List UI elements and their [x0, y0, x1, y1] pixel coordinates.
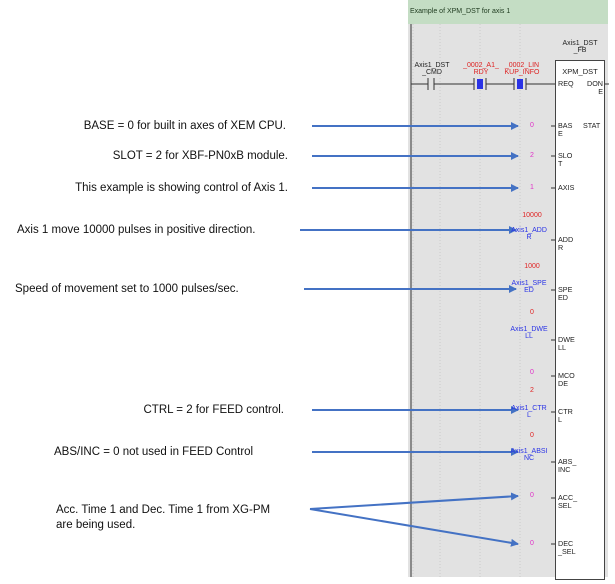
value-acc-sel: 0: [530, 492, 534, 499]
value-speed: 1000: [524, 263, 540, 270]
pin-base: BAS E: [558, 121, 573, 138]
value-dec-sel: 0: [530, 540, 534, 547]
annotation-speed: Speed of movement set to 1000 pulses/sec…: [15, 283, 239, 295]
var-ctrl: Axis1_CTR L: [511, 405, 547, 419]
annotation-abs-inc: ABS/INC = 0 not used in FEED Control: [54, 446, 254, 458]
var-abs-inc: Axis1_ABSI NC: [510, 448, 548, 462]
var-addr: Axis1_ADD R: [511, 227, 547, 241]
arrow-dec: [309, 508, 519, 547]
value-slot: 2: [530, 152, 534, 159]
pin-dec-sel: DEC _SEL: [558, 539, 576, 556]
pin-mcode: MCO DE: [558, 371, 575, 388]
ladder-title: Example of XPM_DST for axis 1: [408, 0, 608, 24]
contact-label-rdy: _0002_A1_ RDY: [463, 62, 499, 76]
pin-speed: SPE ED: [558, 285, 573, 302]
value-axis: 1: [530, 184, 534, 191]
annotation-base: BASE = 0 for built in axes of XEM CPU.: [83, 120, 286, 132]
pin-done: DON E: [587, 79, 603, 96]
req-rung: [411, 78, 555, 90]
annotation-ctrl: CTRL = 2 for FEED control.: [143, 404, 285, 416]
xpm-dst-function-block: [555, 60, 605, 580]
annotation-acc-dec: Acc. Time 1 and Dec. Time 1 from XG-PM a…: [56, 504, 271, 531]
annotation-axis: This example is showing control of Axis …: [75, 182, 288, 194]
pin-ctrl: CTR L: [558, 407, 573, 424]
pin-axis: AXIS: [558, 183, 575, 192]
pin-slot: SLO T: [558, 151, 573, 168]
annotation-addr: Axis 1 move 10000 pulses in positive dir…: [17, 224, 256, 236]
var-speed: Axis1_SPE ED: [511, 280, 547, 294]
pin-dwell: DWE LL: [558, 335, 575, 352]
contact-label-linkup: _0002_LIN KUP_INFO: [504, 62, 540, 76]
value-abs-inc: 0: [530, 432, 534, 439]
pin-addr: ADD R: [558, 235, 574, 252]
value-addr: 10000: [522, 212, 542, 219]
pin-stat: STAT: [583, 121, 601, 130]
value-mcode: 0: [530, 369, 534, 376]
pin-abs-inc: ABS_ INC: [558, 457, 577, 474]
value-ctrl: 2: [530, 387, 534, 394]
pin-req: REQ: [558, 79, 574, 88]
fb-type-name: XPM_DST: [562, 67, 598, 76]
pin-acc-sel: ACC_ SEL: [558, 493, 578, 510]
annotation-arrows: [300, 122, 519, 547]
value-dwell: 0: [530, 309, 534, 316]
contact-label-cmd: Axis1_DST _CMD: [414, 62, 450, 76]
arrow-acc: [309, 492, 519, 510]
ladder-grid: [412, 24, 521, 577]
fb-instance-name: Axis1_DST _FB: [562, 40, 598, 54]
value-base: 0: [530, 122, 534, 129]
var-dwell: Axis1_DWE LL: [510, 326, 548, 340]
annotation-slot: SLOT = 2 for XBF-PN0xB module.: [112, 150, 288, 162]
